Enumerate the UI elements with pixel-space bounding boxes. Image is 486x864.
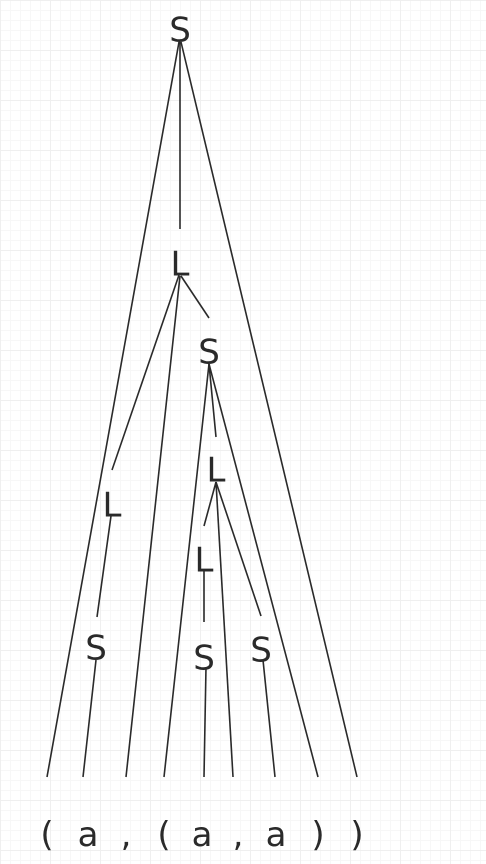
tree-node-l: L bbox=[171, 245, 190, 285]
tree-node-l: L bbox=[195, 541, 214, 581]
leaf-token: ) bbox=[350, 815, 363, 855]
leaf-token: ( bbox=[157, 815, 170, 855]
tree-node-s: S bbox=[193, 639, 215, 679]
tree-edge bbox=[208, 363, 319, 778]
tree-edge bbox=[46, 41, 180, 778]
tree-edge bbox=[180, 275, 210, 319]
tree-edge bbox=[111, 274, 180, 471]
leaf-token: ( bbox=[40, 815, 53, 855]
tree-node-s: S bbox=[198, 333, 220, 373]
tree-node-l: L bbox=[103, 486, 122, 526]
tree-node-s: S bbox=[169, 11, 191, 51]
tree-edge bbox=[203, 481, 217, 527]
tree-edge bbox=[180, 41, 358, 778]
leaf-token: a bbox=[78, 815, 99, 855]
leaf-token: ) bbox=[311, 815, 324, 855]
tree-edge bbox=[82, 659, 97, 778]
leaf-token: , bbox=[121, 815, 132, 855]
tree-edge bbox=[208, 363, 217, 438]
tree-edge bbox=[203, 666, 207, 778]
tree-edges bbox=[46, 41, 358, 778]
tree-leaves: ( a, ( a, a)) bbox=[40, 815, 363, 855]
tree-edge bbox=[262, 659, 276, 778]
leaf-token: , bbox=[233, 815, 244, 855]
tree-node-l: L bbox=[207, 451, 226, 491]
tree-edge bbox=[125, 275, 181, 778]
tree-edge bbox=[96, 515, 112, 618]
leaf-token: a bbox=[266, 815, 287, 855]
tree-node-s: S bbox=[85, 629, 107, 669]
tree-node-s: S bbox=[250, 631, 272, 671]
tree-edge bbox=[215, 481, 262, 617]
tree-edge bbox=[163, 363, 210, 778]
tree-edge bbox=[215, 481, 234, 778]
leaf-token: a bbox=[192, 815, 213, 855]
